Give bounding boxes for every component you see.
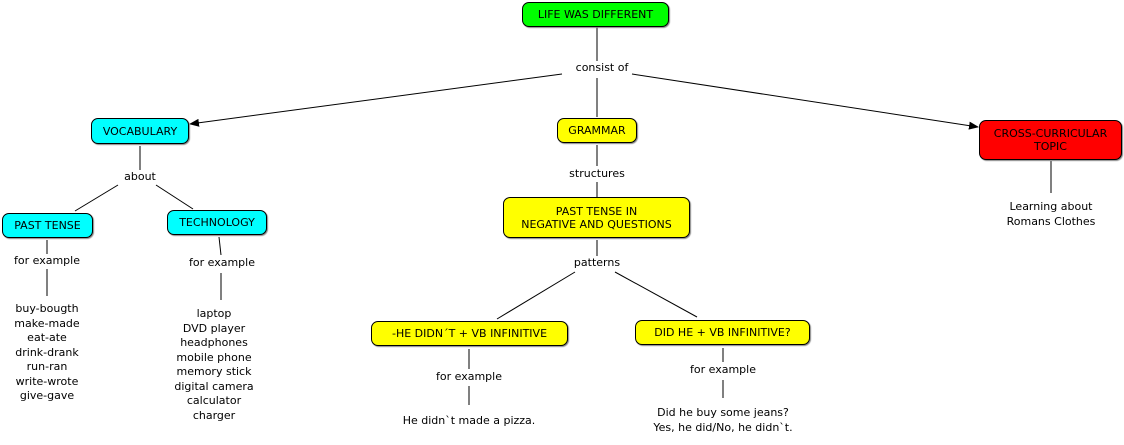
leaf-line: Romans Clothes <box>1006 214 1096 228</box>
node-past-tense[interactable]: PAST TENSE <box>2 213 93 238</box>
leaf-line: make-made <box>14 316 80 330</box>
node-label: TOPIC <box>1034 140 1067 153</box>
leaf-cross-curricular: Learning about Romans Clothes <box>1007 200 1096 229</box>
leaf-question-example: Did he buy some jeans? Yes, he did/No, h… <box>653 406 792 435</box>
node-label: GRAMMAR <box>568 124 626 137</box>
node-negative-pattern[interactable]: -HE DIDN´T + VB INFINITIVE <box>371 321 568 346</box>
node-label: LIFE WAS DIFFERENT <box>537 8 654 21</box>
node-grammar[interactable]: GRAMMAR <box>557 118 637 143</box>
link-consist-of: consist of <box>575 61 629 75</box>
leaf-line: memory stick <box>176 365 252 378</box>
node-label: NEGATIVE AND QUESTIONS <box>521 217 672 231</box>
node-question-pattern[interactable]: DID HE + VB INFINITIVE? <box>635 320 810 345</box>
leaf-line: laptop <box>196 307 232 320</box>
arrow-to-vocabulary <box>189 73 563 127</box>
node-vocabulary[interactable]: VOCABULARY <box>91 118 189 144</box>
link-structures: structures <box>569 167 625 181</box>
link-for-example: for example <box>436 370 502 384</box>
link-for-example: for example <box>690 363 756 377</box>
leaf-line: write-wrote <box>15 374 79 388</box>
leaf-line: Did he buy some jeans? <box>657 406 789 419</box>
leaf-line: mobile phone <box>176 350 252 364</box>
node-label: DID HE + VB INFINITIVE? <box>654 326 791 339</box>
leaf-negative-example: He didn`t made a pizza. <box>403 414 536 429</box>
node-label: VOCABULARY <box>102 124 178 138</box>
node-label: TECHNOLOGY <box>179 216 255 229</box>
link-for-example: for example <box>189 256 255 270</box>
leaf-line: give-gave <box>19 389 75 402</box>
node-label: PAST TENSE IN <box>555 204 638 218</box>
leaf-technology-examples: laptop DVD player headphones mobile phon… <box>174 307 253 423</box>
link-for-example: for example <box>14 254 80 268</box>
leaf-line: DVD player <box>182 321 246 335</box>
node-life-was-different[interactable]: LIFE WAS DIFFERENT <box>522 2 669 27</box>
leaf-line: calculator <box>186 394 242 407</box>
node-label: CROSS-CURRICULAR <box>993 127 1108 140</box>
leaf-line: run-ran <box>26 360 68 373</box>
leaf-past-tense-examples: buy-bougth make-made eat-ate drink-drank… <box>14 302 79 404</box>
node-label: PAST TENSE <box>14 219 81 232</box>
leaf-line: drink-drank <box>15 345 79 359</box>
leaf-line: He didn`t made a pizza. <box>402 414 536 427</box>
leaf-line: charger <box>192 408 236 422</box>
leaf-line: eat-ate <box>27 331 67 344</box>
leaf-line: Yes, he did/No, he didn`t. <box>653 420 793 434</box>
leaf-line: headphones <box>180 336 248 349</box>
node-technology[interactable]: TECHNOLOGY <box>167 210 267 235</box>
link-about: about <box>124 170 156 184</box>
arrow-to-cross <box>631 73 979 130</box>
leaf-line: digital camera <box>174 379 254 393</box>
leaf-line: Learning about <box>1009 200 1093 213</box>
link-patterns: patterns <box>573 256 621 270</box>
node-label: -HE DIDN´T + VB INFINITIVE <box>391 327 548 340</box>
leaf-line: buy-bougth <box>15 302 79 315</box>
